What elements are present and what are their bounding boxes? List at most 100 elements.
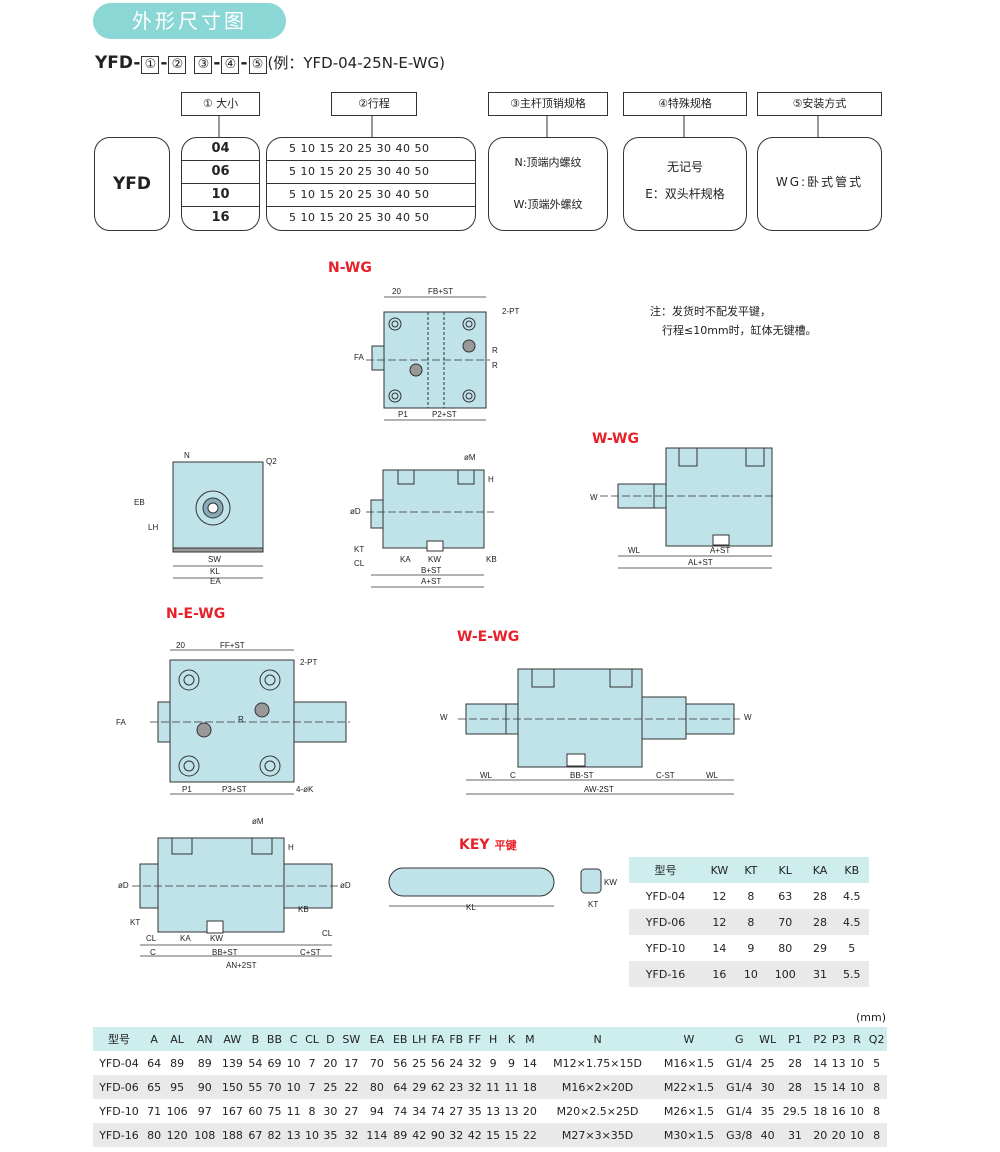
dim-label: W	[744, 713, 752, 722]
table-cell: 14	[829, 1075, 848, 1099]
table-cell: 106	[166, 1104, 188, 1118]
table-cell: 100	[764, 961, 806, 987]
column-header: B	[246, 1027, 265, 1051]
table-cell: 69	[267, 1056, 282, 1070]
table-cell: 54	[248, 1056, 263, 1070]
dim-label: WL	[480, 771, 493, 780]
dim-label: H	[288, 843, 294, 852]
table-cell: 94	[369, 1104, 384, 1118]
key-col: KT	[736, 857, 765, 883]
size-value: 04	[182, 138, 259, 161]
table-cell: 25	[412, 1056, 427, 1070]
column-header: AW	[218, 1027, 247, 1051]
diagram-title-nwg: N-WG	[328, 260, 372, 276]
rod-option: W:顶端外螺纹	[513, 198, 583, 211]
mount-header: ⑤安装方式	[757, 92, 882, 116]
table-cell: 15	[502, 1123, 521, 1147]
dim-label: C	[510, 771, 516, 780]
dim-label: KB	[298, 905, 309, 914]
table-cell: 30	[756, 1075, 779, 1099]
table-cell: 60	[248, 1104, 263, 1118]
table-cell: 95	[163, 1075, 191, 1099]
dim-label: B+ST	[421, 566, 441, 575]
table-cell: 27	[449, 1104, 464, 1118]
table-cell: 10	[847, 1075, 867, 1099]
special-header: ④特殊规格	[623, 92, 747, 116]
table-cell: YFD-16	[93, 1123, 145, 1147]
dim-label: FF+ST	[220, 641, 245, 650]
dim-label: W	[590, 493, 598, 502]
dim-label: øD	[340, 881, 351, 890]
table-cell: 27	[344, 1104, 359, 1118]
dim-label: KW	[210, 934, 223, 943]
table-cell: M16×1.5	[663, 1056, 715, 1070]
dim-label: BB-ST	[570, 771, 594, 780]
dim-label: AN+2ST	[226, 961, 257, 970]
table-cell: 35	[321, 1123, 340, 1147]
table-cell: 29.5	[782, 1104, 808, 1118]
table-cell: 108	[190, 1123, 219, 1147]
dim-label: KA	[400, 555, 411, 564]
table-cell: 11	[483, 1075, 503, 1099]
dim-label: FB+ST	[428, 287, 453, 296]
table-cell: YFD-06	[93, 1075, 145, 1099]
note: 注：发货时不配发平键， 行程≤10mm时，缸体无键槽。	[650, 302, 817, 340]
table-cell: 15	[483, 1123, 503, 1147]
dim-label: KW	[604, 878, 617, 887]
table-cell: 10	[847, 1123, 867, 1147]
table-cell: 30	[323, 1104, 338, 1118]
table-cell: 10	[284, 1075, 303, 1099]
table-cell: 10	[286, 1056, 301, 1070]
table-cell: 11	[286, 1104, 301, 1118]
size-value: 16	[211, 210, 230, 225]
dim-label: P3+ST	[222, 785, 247, 794]
table-cell: 34	[412, 1104, 427, 1118]
table-cell: 74	[430, 1104, 445, 1118]
table-cell: YFD-04	[99, 1056, 139, 1070]
table-cell: 90	[428, 1123, 448, 1147]
key-end	[580, 868, 602, 894]
table-cell: 10	[850, 1056, 865, 1070]
dim-label: øM	[252, 817, 264, 826]
dim-label: KB	[486, 555, 497, 564]
column-header: H	[483, 1027, 503, 1051]
table-cell: 80	[363, 1075, 391, 1099]
column-header: W	[656, 1027, 722, 1051]
dim-label: SW	[208, 555, 221, 564]
code-box-2: ②	[168, 56, 187, 74]
diagram-title-wewg: W-E-WG	[457, 629, 520, 645]
table-cell: 97	[197, 1104, 212, 1118]
dim-label: P2+ST	[432, 410, 457, 419]
table-cell: 8	[866, 1075, 887, 1099]
table-cell: 17	[344, 1056, 359, 1070]
dim-label: KW	[428, 555, 441, 564]
dim-label: øM	[464, 453, 476, 462]
table-cell: 63	[778, 889, 793, 903]
dim-label: R	[492, 346, 498, 355]
column-header: FA	[428, 1027, 448, 1051]
table-cell: 16	[831, 1104, 846, 1118]
table-cell: 20	[829, 1123, 848, 1147]
table-cell: 28	[778, 1075, 812, 1099]
dim-label: BB+ST	[212, 948, 238, 957]
column-header: N	[539, 1027, 656, 1051]
code-sep: -	[160, 53, 168, 73]
diagram-title-wwg: W-WG	[592, 431, 639, 447]
column-header: C	[284, 1027, 303, 1051]
table-cell: M26×1.5	[663, 1104, 715, 1118]
table-cell: 55	[246, 1075, 265, 1099]
key-table-header: 型号 KW KT KL KA KB	[629, 857, 869, 883]
table-cell: 25	[760, 1056, 775, 1070]
table-cell: 150	[218, 1075, 247, 1099]
table-cell: 80	[144, 1123, 164, 1147]
table-cell: 14	[712, 941, 727, 955]
note-line: 行程≤10mm时，缸体无键槽。	[662, 324, 817, 337]
nwg-front-body	[382, 469, 485, 549]
stroke-values: 5 10 15 20 25 30 40 50	[267, 161, 475, 184]
table-cell: 28	[787, 1056, 802, 1070]
table-cell: 89	[197, 1056, 212, 1070]
dim-label: øD	[350, 507, 361, 516]
dim-label: KT	[354, 545, 364, 554]
